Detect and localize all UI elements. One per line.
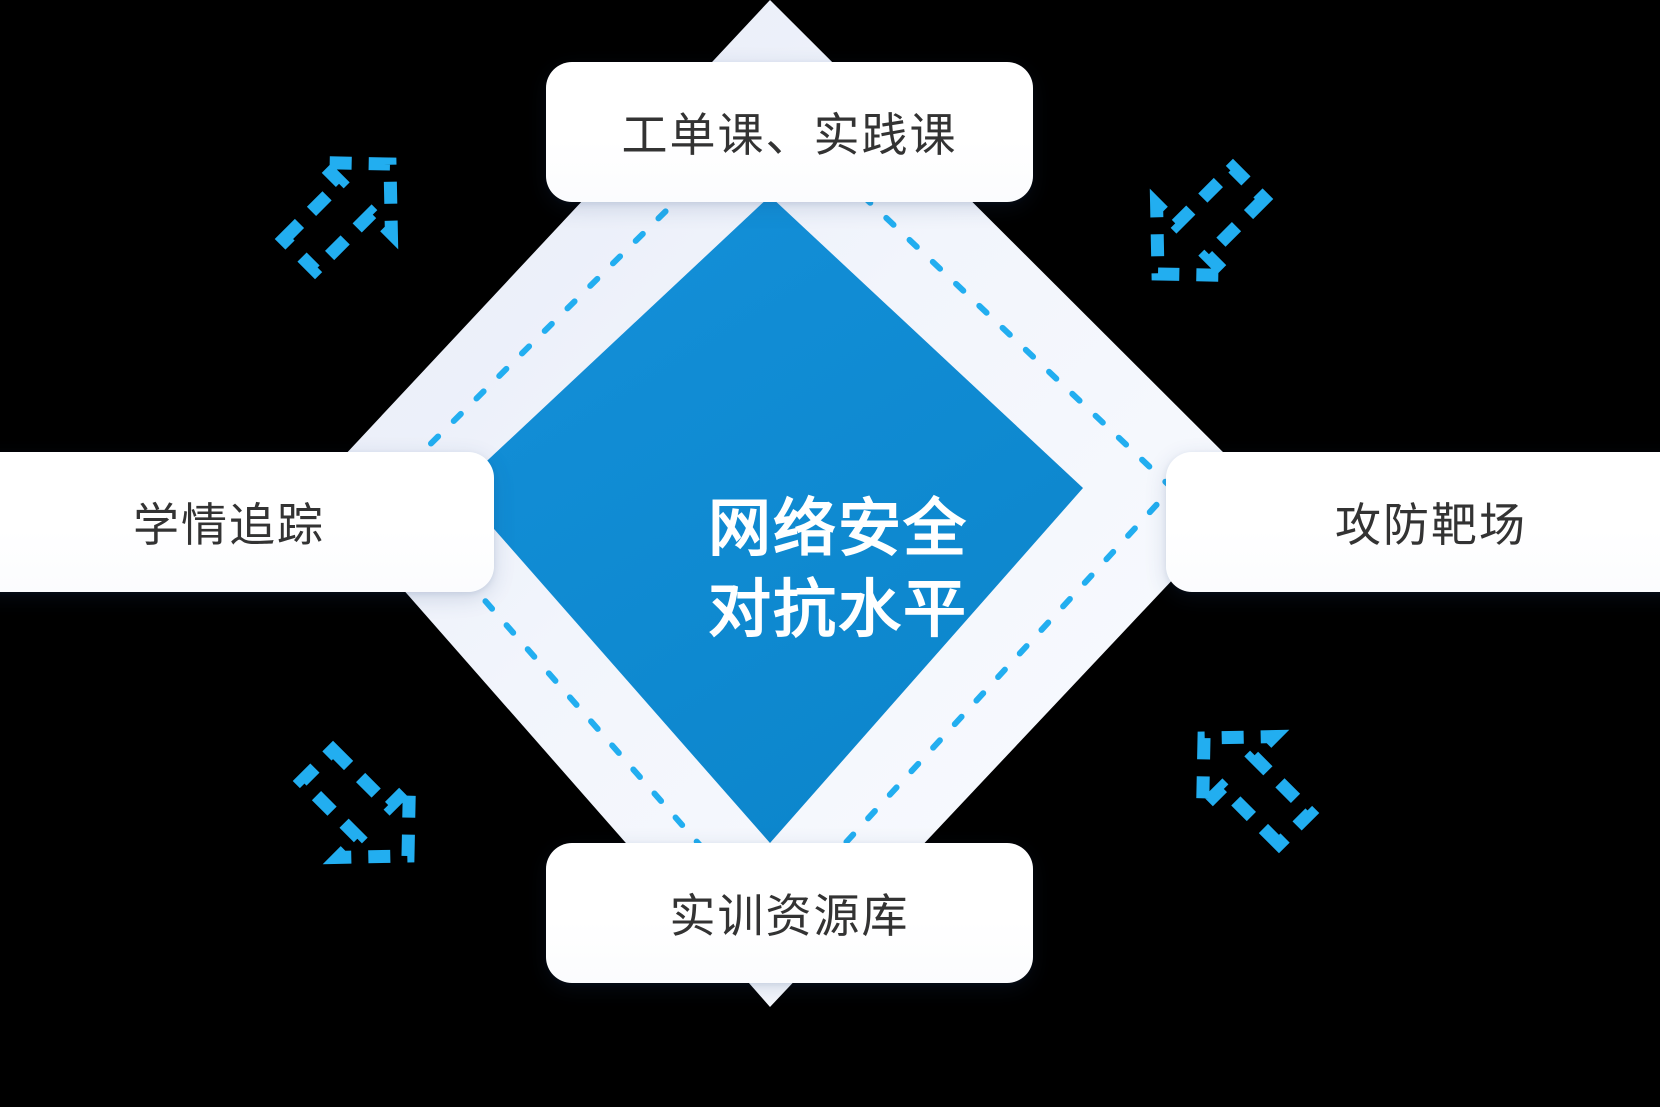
arrow-bottom-right-icon [1195, 729, 1320, 854]
node-label-bottom[interactable]: 实训资源库 [546, 843, 1033, 983]
node-label-left[interactable]: 学情追踪 [0, 452, 494, 592]
node-label-top-text: 工单课、实践课 [621, 108, 958, 162]
node-label-right[interactable]: 攻防靶场 [1166, 452, 1660, 592]
arrow-top-left-icon [274, 155, 399, 280]
node-label-right-text: 攻防靶场 [1335, 498, 1527, 552]
arrow-top-right-icon [1149, 158, 1274, 283]
arrow-bottom-left-icon [292, 740, 417, 865]
core-diamond [458, 196, 1083, 843]
node-label-top[interactable]: 工单课、实践课 [546, 62, 1033, 202]
node-label-left-text: 学情追踪 [133, 498, 325, 552]
node-label-bottom-text: 实训资源库 [669, 889, 910, 943]
